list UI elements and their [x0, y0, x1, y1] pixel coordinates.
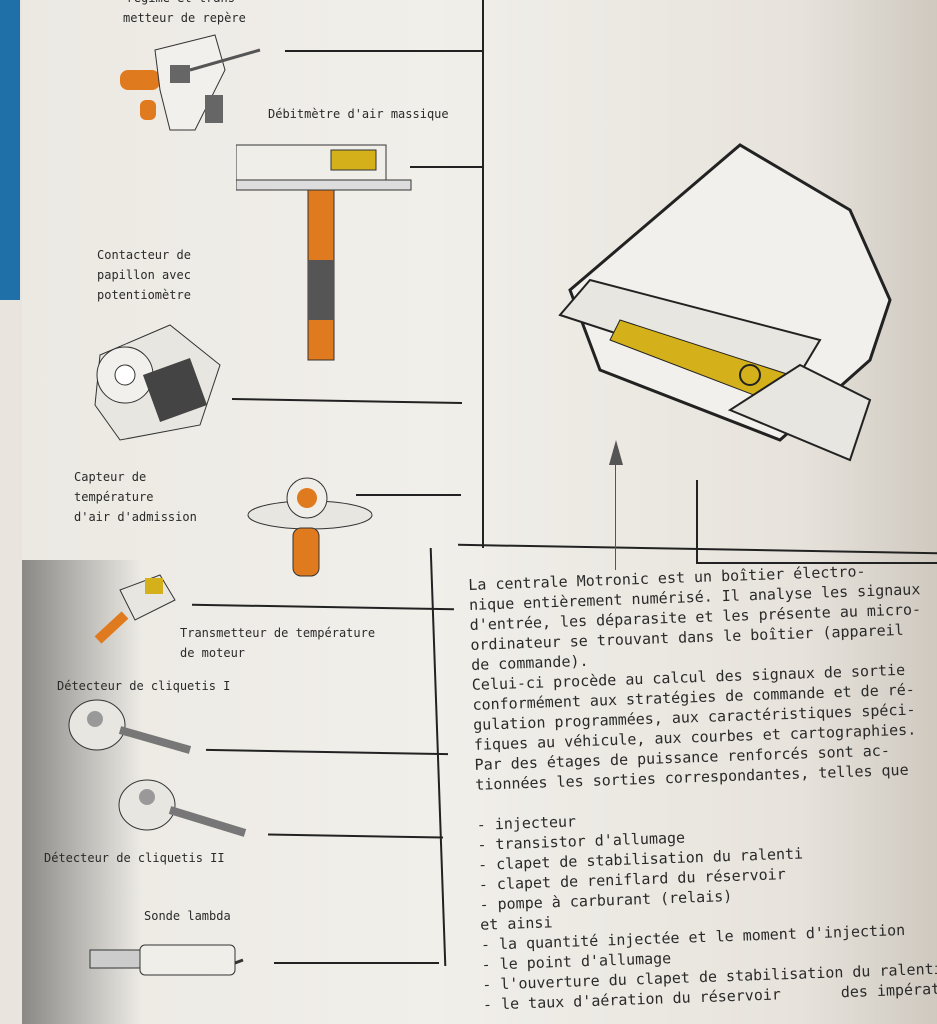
- label-capteur: Capteur de température d'air d'admission: [74, 467, 197, 527]
- label-cliquetis2: Détecteur de cliquetis II: [44, 851, 225, 865]
- link-capteur: [356, 494, 461, 496]
- label-contacteur: Contacteur de papillon avec potentiomètre: [97, 245, 191, 305]
- label-cliquetis1: Détecteur de cliquetis I: [57, 679, 231, 693]
- label-regime: régime et trans-metteur de repère: [123, 0, 246, 28]
- ecu-connector-horizontal: [696, 562, 937, 564]
- link-lambda: [274, 962, 439, 964]
- arrow-up-icon: [609, 440, 623, 465]
- debitmetre-illustration: [236, 144, 412, 361]
- capteur-air-illustration: [247, 477, 373, 577]
- bus-line-left: [482, 0, 484, 548]
- detecteur-cliquetis-2-illustration: [118, 779, 247, 837]
- motronic-description: La centrale Motronic est un boîtier élec…: [468, 561, 937, 1015]
- label-line: température: [74, 490, 154, 504]
- label-line: Capteur de: [74, 470, 147, 484]
- ecu-connector-line: [696, 480, 698, 562]
- detecteur-cliquetis-1-illustration: [68, 699, 192, 754]
- page-shadow: [22, 560, 142, 1024]
- contacteur-papillon-illustration: [94, 324, 221, 441]
- link-regime: [285, 50, 482, 52]
- label-line: régime et trans-: [123, 0, 246, 8]
- book-edge-tab: [0, 0, 20, 300]
- arrow-shaft: [615, 460, 616, 570]
- regime-sensor-illustration: [120, 34, 261, 131]
- transmetteur-temperature-illustration: [94, 574, 176, 644]
- last-line-fragment: des impératifs.: [840, 978, 937, 1002]
- label-line: papillon avec: [97, 268, 191, 282]
- label-line: metteur de repère: [123, 11, 246, 25]
- label-line: de moteur: [180, 646, 246, 660]
- sonde-lambda-illustration: [89, 944, 244, 976]
- label-line: d'air d'admission: [74, 510, 197, 524]
- label-line: potentiomètre: [97, 288, 191, 302]
- label-lambda: Sonde lambda: [144, 909, 231, 923]
- label-line: Transmetteur de température: [180, 626, 376, 640]
- label-line: Contacteur de: [97, 248, 191, 262]
- link-debitmetre: [410, 166, 482, 168]
- label-debitmetre: Débitmètre d'air massique: [268, 107, 449, 121]
- label-transmetteur: Transmetteur de température de moteur: [180, 623, 375, 663]
- motronic-ecu-illustration: [558, 143, 892, 462]
